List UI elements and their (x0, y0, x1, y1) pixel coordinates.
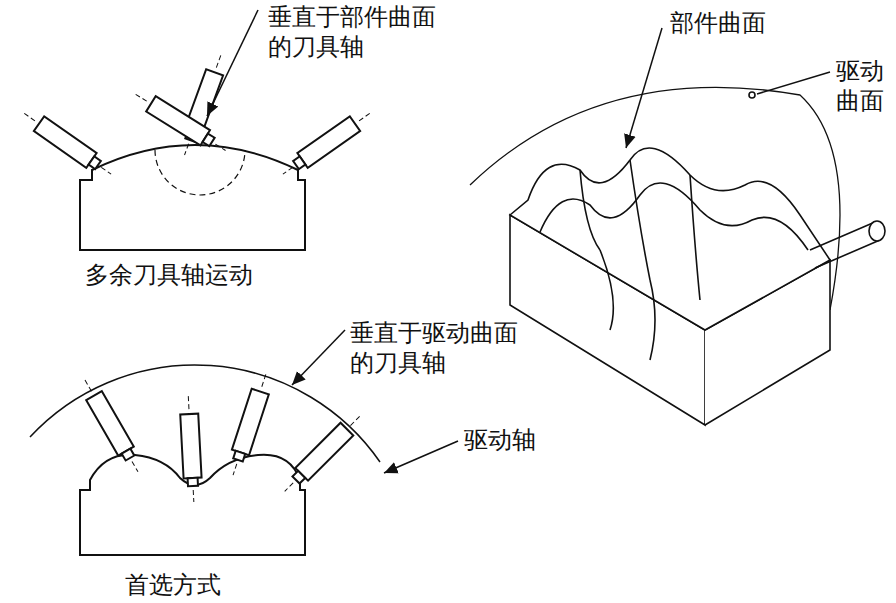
label-text: 驱动 曲面 (836, 56, 891, 116)
label-text: 多余刀具轴运动 (85, 260, 277, 290)
label-text: 驱动轴 (464, 425, 560, 455)
part-isometric (470, 28, 885, 425)
label-text: 部件曲面 (670, 8, 790, 38)
label-text: 垂直于部件曲面 的刀具轴 (268, 2, 446, 62)
label-text: 垂直于驱动曲面 的刀具轴 (350, 318, 528, 378)
label-text: 首选方式 (125, 570, 245, 600)
